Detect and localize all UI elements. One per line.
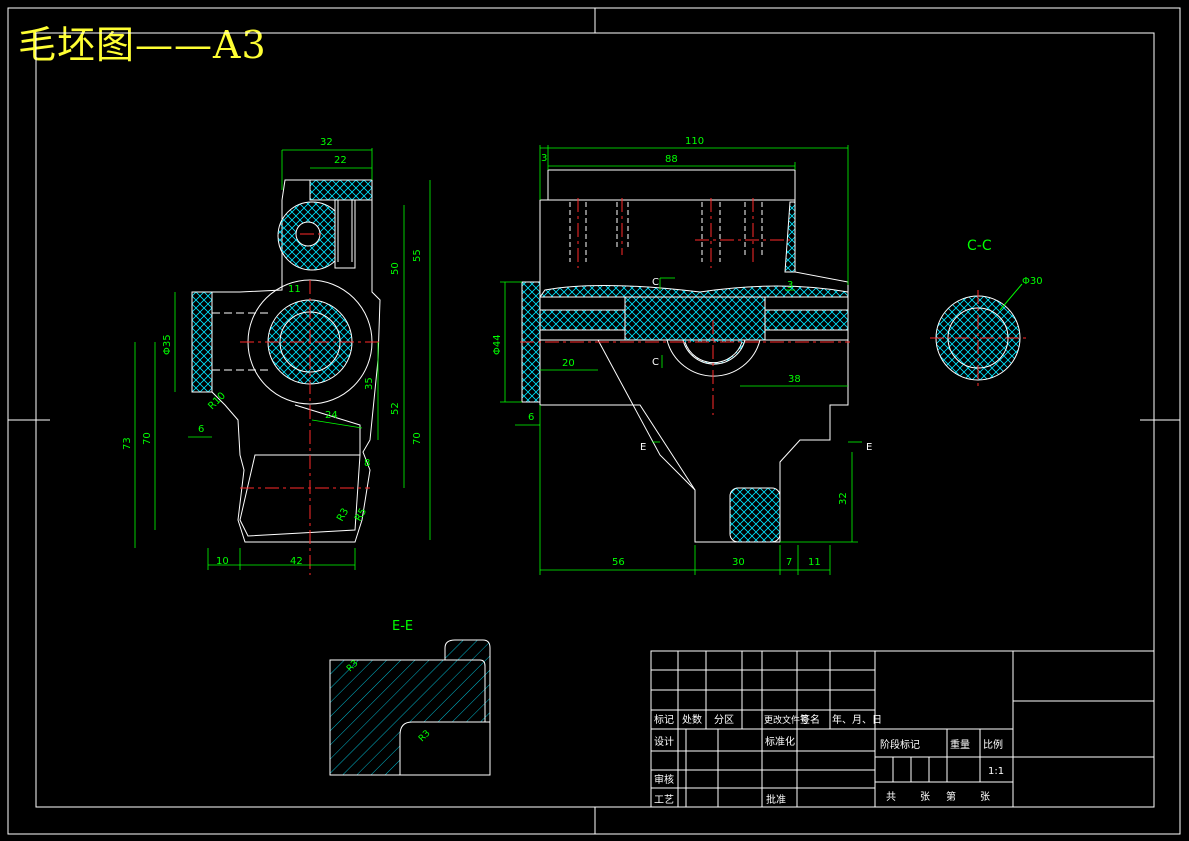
front-view-centerlines (520, 198, 850, 415)
tb-scale-label: 比例 (983, 738, 1003, 751)
cc-label: C-C (967, 238, 992, 254)
ee-section: E-E R3 R3 (329, 619, 491, 776)
dim-phi30: Φ30 (1022, 276, 1043, 287)
dim-8: 8 (364, 458, 370, 469)
tb-review: 审核 (654, 773, 674, 786)
dim-70r: 70 (412, 432, 423, 445)
dim-phi44: Φ44 (492, 334, 503, 355)
dim-30: 30 (732, 557, 745, 568)
dim-10: 10 (216, 556, 229, 567)
dim-6b: 6 (528, 412, 534, 423)
dim-50: 50 (390, 262, 401, 275)
sheet-border (7, 7, 1181, 835)
dim-32: 32 (320, 137, 333, 148)
tb-header-5: 年、月、日 (832, 713, 882, 726)
dim-r3: R3 (335, 506, 351, 523)
c-mark-top: C (652, 277, 659, 288)
drawing-title: 毛坯图——A3 (18, 23, 267, 67)
left-view (191, 179, 381, 543)
dim-52: 52 (390, 402, 401, 415)
tb-scale: 1:1 (988, 766, 1004, 777)
dim-42: 42 (290, 556, 303, 567)
tb-sheet-end: 张 (980, 791, 990, 803)
dim-35: 35 (364, 377, 375, 390)
dim-11b: 11 (808, 557, 821, 568)
dim-110: 110 (685, 136, 704, 147)
title-block-text: 标记 处数 分区 更改文件号 签名 年、月、日 设计 标准化 审核 工艺 批准 … (654, 713, 1004, 806)
front-view (521, 169, 849, 543)
tb-standard: 标准化 (765, 735, 795, 748)
dim-56: 56 (612, 557, 625, 568)
left-view-centerlines (240, 233, 380, 575)
dim-r10: R10 (206, 390, 228, 412)
dim-3: 3 (541, 153, 547, 164)
tb-header-1: 处数 (682, 713, 702, 726)
tb-page: 第 (946, 790, 956, 803)
tb-total: 共 (886, 791, 896, 803)
dim-55: 55 (412, 249, 423, 262)
dim-38: 38 (788, 374, 801, 385)
dim-3b: 3 (787, 280, 793, 291)
dim-6: 6 (198, 424, 204, 435)
e-mark-right: E (866, 442, 872, 453)
e-mark-left: E (640, 442, 646, 453)
dim-phi35: Φ35 (162, 334, 173, 355)
dim-88: 88 (665, 154, 678, 165)
ee-label: E-E (392, 619, 413, 634)
tb-approve: 批准 (766, 793, 786, 806)
dim-24: 24 (325, 410, 338, 421)
dim-70l: 70 (142, 432, 153, 445)
c-mark-bottom: C (652, 357, 659, 368)
dim-32b: 32 (838, 492, 849, 505)
section-marks: C C E E (640, 277, 872, 453)
left-view-dims (134, 148, 431, 570)
title-block (650, 650, 1155, 808)
tb-sheets: 张 (920, 791, 930, 803)
front-view-dims (500, 145, 862, 575)
tb-header-3: 更改文件号 (764, 714, 809, 726)
tb-header-0: 标记 (654, 714, 674, 726)
cc-section: C-C Φ30 (930, 238, 1043, 386)
dim-20: 20 (562, 358, 575, 369)
tb-design: 设计 (654, 735, 674, 748)
tb-header-4: 签名 (800, 713, 820, 726)
dim-22: 22 (334, 155, 347, 166)
front-view-dim-text: 110 3 88 Φ44 20 6 3 38 56 30 7 11 32 (492, 136, 849, 568)
dim-11: 11 (288, 284, 301, 295)
tb-process: 工艺 (654, 794, 674, 806)
tb-header-2: 分区 (714, 714, 734, 726)
dim-7: 7 (786, 557, 792, 568)
tb-weight: 重量 (950, 738, 970, 751)
tb-stage: 阶段标记 (880, 738, 920, 751)
dim-73: 73 (122, 437, 133, 450)
